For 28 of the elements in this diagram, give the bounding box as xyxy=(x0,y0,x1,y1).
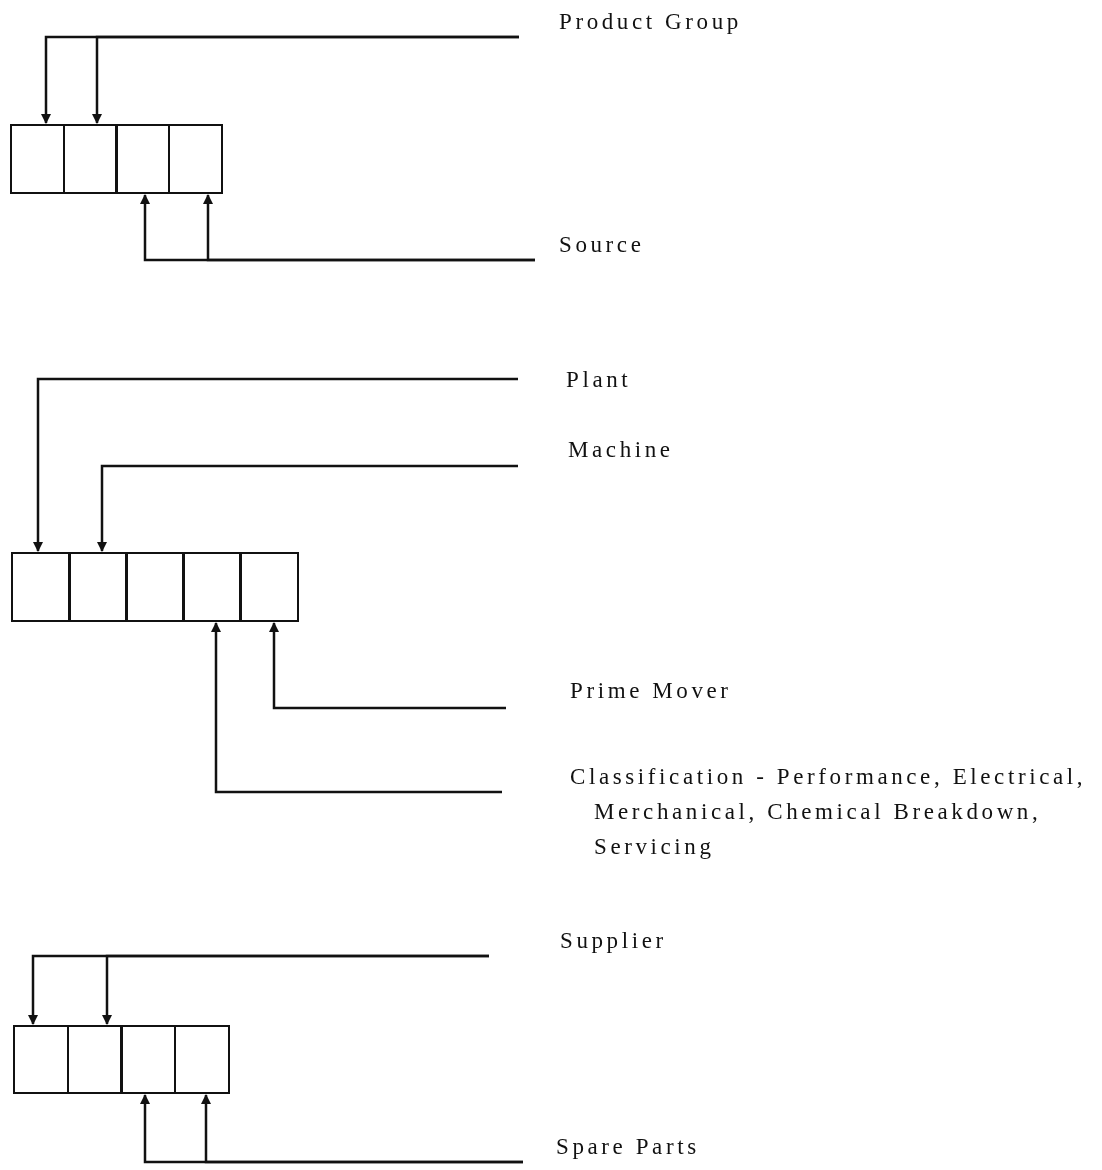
code-digit-box xyxy=(68,552,128,622)
field-label: Supplier xyxy=(489,922,667,962)
code-digit-box xyxy=(10,124,65,194)
code-digit-box xyxy=(120,1025,176,1094)
code-digit-box xyxy=(13,1025,69,1094)
code-digit-box xyxy=(182,552,242,622)
field-label: Source xyxy=(535,226,645,266)
code-digit-box xyxy=(239,552,299,622)
field-label: Prime Mover xyxy=(506,672,732,714)
leader-arrow xyxy=(200,1093,523,1164)
leader-arrow xyxy=(268,621,506,710)
leader-arrow xyxy=(210,621,502,794)
code-digit-box xyxy=(167,124,223,194)
field-label: Spare Parts xyxy=(523,1128,700,1168)
leader-arrow xyxy=(202,193,535,262)
code-digit-box xyxy=(125,552,185,622)
field-label: Classification - Performance, Electrical, Merchanical, Chemical Breakdown, Servicing xyxy=(502,758,1100,864)
code-digit-box xyxy=(173,1025,230,1094)
field-label: Product Group xyxy=(519,3,742,43)
code-digit-box xyxy=(62,124,118,194)
leader-arrow xyxy=(101,954,489,1026)
code-digit-box xyxy=(115,124,170,194)
leader-arrow xyxy=(96,464,518,553)
code-digit-box xyxy=(11,552,71,622)
code-digit-box xyxy=(66,1025,123,1094)
field-label: Machine xyxy=(518,431,674,472)
field-label: Plant xyxy=(518,361,632,397)
leader-arrow xyxy=(32,377,518,553)
